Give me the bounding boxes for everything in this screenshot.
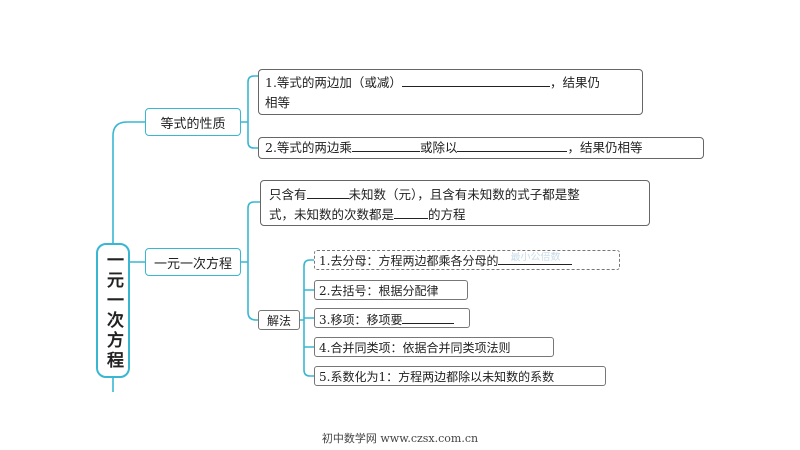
- definition-text-3: 式，未知数的次数都是: [269, 207, 395, 222]
- step3-text: 3.移项：移项要: [319, 313, 403, 327]
- step-remove-parentheses: 2.去括号：根据分配律: [314, 280, 468, 300]
- step3-blank: [402, 310, 455, 324]
- step-combine-like-terms: 4.合并同类项：依据合并同类项法则: [314, 337, 554, 357]
- step1-text: 1.去分母：方程两边都乘各分母的: [319, 254, 499, 268]
- link-properties-items: [241, 75, 258, 149]
- property1-text-line2: 相等: [265, 95, 291, 110]
- property-item-multiply-divide: 2.等式的两边乘 或除以 ，结果仍相等: [258, 137, 704, 159]
- property2-blank-2: [457, 138, 568, 152]
- step-transpose: 3.移项：移项要: [314, 308, 470, 328]
- root-node: 一元一次方程: [96, 243, 130, 378]
- link-solution-steps: [300, 259, 314, 377]
- definition-text-4: 的方程: [428, 207, 466, 222]
- branch-linear-equation: 一元一次方程: [145, 248, 241, 276]
- property2-text-after: ，结果仍相等: [567, 140, 643, 155]
- definition-text-2: 未知数（元），且含有未知数的式子都是整: [348, 187, 580, 202]
- link-root-properties: [112, 121, 145, 243]
- equation-definition: 只含有 未知数（元），且含有未知数的式子都是整 式，未知数的次数都是 的方程: [260, 180, 650, 226]
- property2-blank-1: [351, 138, 420, 152]
- link-equation-items: [241, 201, 260, 321]
- definition-text-1: 只含有: [269, 187, 307, 202]
- step1-blank: 最小公倍数: [498, 252, 573, 265]
- branch-equation-properties: 等式的性质: [145, 108, 241, 136]
- step-clear-denominators: 1.去分母：方程两边都乘各分母的最小公倍数: [314, 250, 620, 270]
- definition-blank-1: [306, 185, 349, 199]
- step-coefficient-to-one: 5.系数化为1：方程两边都除以未知数的系数: [314, 366, 606, 386]
- property1-text-after: ，结果仍: [549, 75, 600, 90]
- property-item-add-subtract: 1.等式的两边加（或减） ，结果仍 相等: [258, 69, 643, 115]
- property2-text-before: 2.等式的两边乘: [265, 140, 352, 155]
- property1-text-before: 1.等式的两边加（或减）: [265, 75, 402, 90]
- footer-website: 初中数学网 www.czsx.com.cn: [321, 432, 479, 445]
- solution-method-node: 解法: [258, 310, 300, 330]
- definition-blank-2: [394, 205, 429, 219]
- property1-blank: [401, 73, 550, 87]
- property2-text-middle: 或除以: [419, 140, 458, 155]
